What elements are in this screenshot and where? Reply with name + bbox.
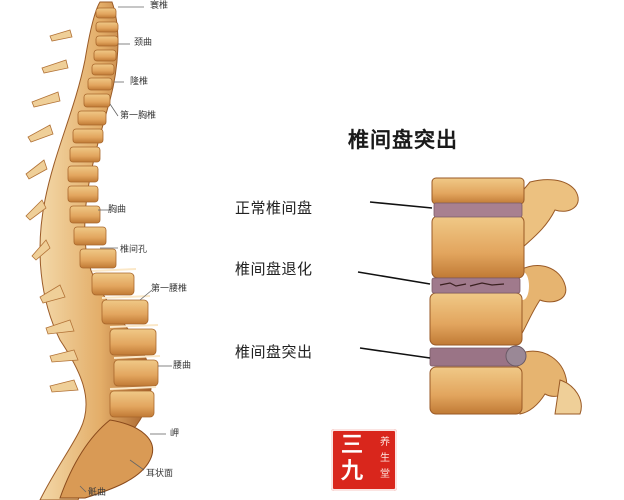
label-promontory: 岬 — [170, 429, 180, 439]
label-atlas: 寰椎 — [150, 1, 169, 11]
label-degenerated-disc: 椎间盘退化 — [235, 260, 313, 278]
label-auricular-surface: 耳状面 — [146, 469, 174, 479]
label-lumbar-curve: 腰曲 — [173, 361, 192, 371]
label-thoracic-curve: 胸曲 — [108, 205, 127, 215]
label-intervertebral-foramen: 椎间孔 — [120, 245, 148, 255]
disc-closeup-illustration — [357, 177, 582, 415]
label-first-lumbar: 第一腰椎 — [151, 284, 188, 294]
label-sacral-curve: 骶曲 — [88, 488, 107, 498]
label-herniated-disc: 椎间盘突出 — [235, 343, 313, 361]
label-first-thoracic: 第一胸椎 — [120, 111, 157, 121]
label-cervical-curve: 颈曲 — [134, 38, 153, 48]
disc-diagram-title: 椎间盘突出 — [348, 128, 458, 152]
seal-side-text: 养生堂 — [380, 437, 390, 480]
label-normal-disc: 正常椎间盘 — [235, 199, 313, 217]
seal-main-text: 三九 — [340, 433, 363, 484]
watermark-seal: 三九 养生堂 — [331, 429, 397, 491]
label-vertebra-prominens: 隆椎 — [130, 77, 149, 87]
